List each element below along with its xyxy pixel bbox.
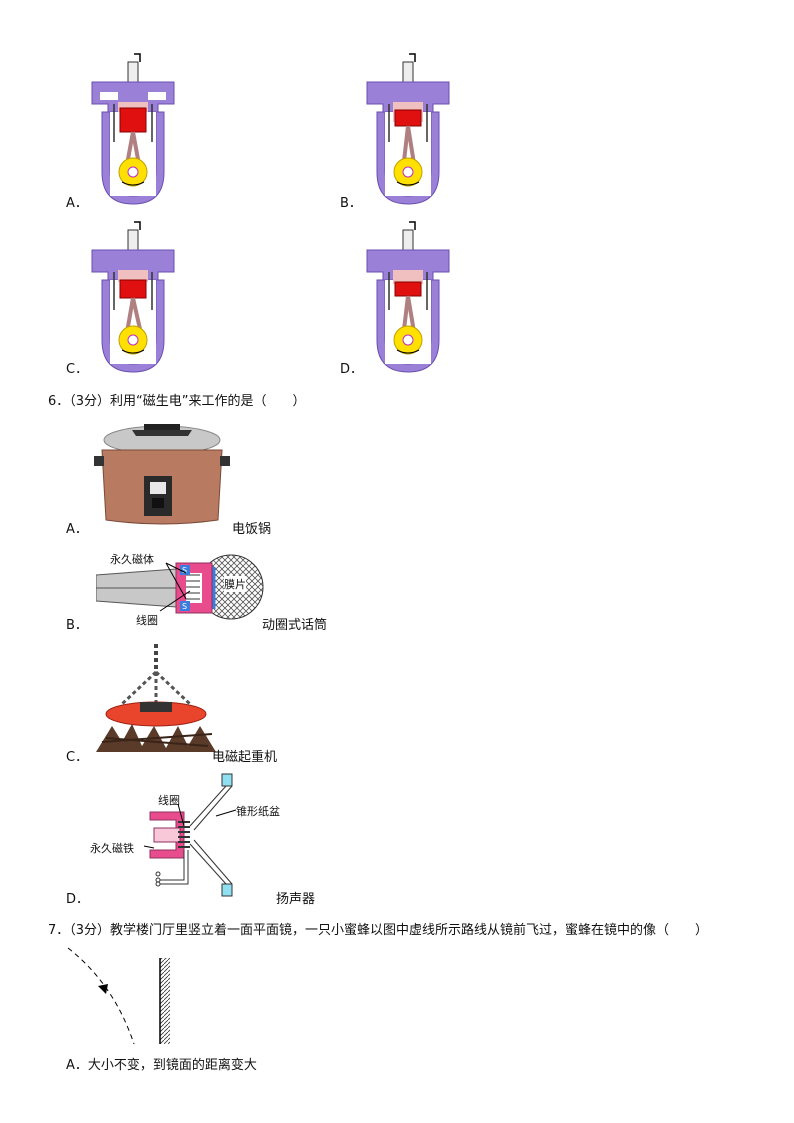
engine-option-b-letter: B．	[340, 196, 362, 211]
electromagnetic-crane-image	[92, 642, 222, 760]
q6-option-c-caption: 电磁起重机	[212, 750, 278, 765]
engine-option-d-letter: D．	[340, 362, 364, 377]
question-7-stem: 7．（3分）教学楼门厅里竖立着一面平面镜，一只小蜜蜂以图中虚线所示路线从镜前飞过…	[48, 923, 709, 938]
mic-label-coil: 线圈	[136, 614, 158, 627]
bee-path-mirror-diagram	[64, 944, 184, 1048]
mic-label-permanent-magnet: 永久磁体	[110, 553, 154, 566]
q6-option-c-letter: C．	[66, 750, 89, 765]
q6-option-a-letter: A．	[66, 522, 88, 537]
question-6-stem: 6．（3分）利用“磁生电”来工作的是（ ）	[48, 394, 306, 409]
q6-option-b-caption: 动圈式话筒	[262, 618, 328, 633]
mic-leader-lines	[159, 562, 191, 612]
engine-diagram-b	[363, 52, 453, 208]
loudspeaker-diagram	[148, 770, 248, 900]
q7-option-a: A．大小不变，到镜面的距离变大	[66, 1058, 257, 1073]
q6-option-a-caption: 电饭锅	[232, 522, 272, 537]
engine-diagram-a	[88, 52, 178, 208]
speaker-label-cone: 锥形纸盆	[236, 805, 280, 818]
speaker-leader-lines	[143, 803, 237, 849]
q6-option-b-letter: B．	[66, 618, 88, 633]
engine-option-a-letter: A．	[66, 196, 88, 211]
engine-diagram-c	[88, 220, 178, 376]
speaker-label-coil: 线圈	[158, 794, 180, 807]
q6-option-d-letter: D．	[66, 892, 90, 907]
engine-diagram-d	[363, 220, 453, 376]
mic-label-diaphragm: 膜片	[224, 576, 246, 592]
q6-option-d-caption: 扬声器	[276, 892, 316, 907]
speaker-label-magnet: 永久磁铁	[90, 842, 134, 855]
magnet-pole-upper: S	[182, 566, 188, 575]
rice-cooker-image	[92, 410, 232, 530]
engine-option-c-letter: C．	[66, 362, 89, 377]
magnet-pole-lower: S	[182, 602, 188, 611]
